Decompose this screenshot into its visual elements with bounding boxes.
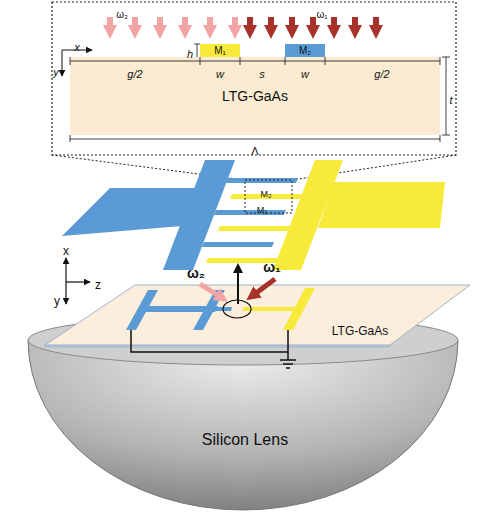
axis-arrow [66,258,90,304]
label-anchor: w [216,64,224,82]
dimension-line [70,135,440,142]
dimension-label: w [301,68,309,81]
dimension-label: g/2 [374,68,389,81]
label-anchor: M₂ [261,183,272,201]
label-anchor: ω₁ [263,258,281,276]
dimension-line [197,44,198,57]
beam-label: ω₁ [263,259,281,275]
label-anchor: y [54,291,60,309]
inset-frame [52,2,456,155]
node-label: Silicon Lens [202,431,288,449]
electrode-label: M₁ [257,205,268,215]
beam-label: ω₁ [316,9,327,21]
label-anchor: M₁ [257,199,268,217]
label-anchor: w [301,64,309,82]
dimension-line [442,57,450,135]
interdigitated-electrodes [62,160,445,270]
illumination-arrow [331,17,337,32]
beam-label: ω₂ [187,265,205,281]
axis-label: x [74,41,80,54]
label-anchor: x [74,37,80,55]
pump-arrow [252,279,275,296]
illumination-arrow [352,17,358,32]
dimension-label: t [449,94,452,107]
axis-label: y [53,66,59,79]
illumination-arrow [132,17,138,32]
illumination-arrow [157,17,163,32]
label-anchor: g/2 [374,64,389,82]
ground-wire [131,330,296,368]
pump-arrow [200,284,222,298]
label-anchor: ω₂ [116,4,128,22]
label-anchor: g/2 [127,64,142,82]
electrode-m2: M₂ [285,44,325,57]
dimension-label: w [216,68,224,81]
dimension-line [194,44,200,45]
dimension-label: g/2 [127,68,142,81]
illumination-arrow [107,17,113,32]
node-label: M₂ [299,45,311,57]
axis-label: y [54,295,60,309]
illumination-arrow [268,17,274,32]
illumination-arrow [182,17,188,32]
dimension-label: Λ [251,145,258,158]
label-anchor: Λ [251,141,258,159]
illumination-arrows [110,17,376,32]
node-label: LTG-GaAs [222,88,288,104]
illumination-arrow [373,17,379,32]
label-anchor: s [259,64,265,82]
node-label: M₁ [214,45,226,57]
label-anchor: y [53,62,59,80]
beam-label: ω₂ [116,9,128,21]
dimension-label: h [187,48,193,61]
axis-label: z [95,279,101,293]
axis-arrow [62,50,63,76]
axis-label: x [63,245,69,259]
illumination-arrow [232,17,238,32]
node-label: LTG-GaAs [332,325,388,339]
illumination-arrow [207,17,213,32]
electrode-m1: M₁ [200,44,240,57]
label-anchor: x [63,241,69,259]
dimension-line [70,57,440,65]
electrode-label: M₂ [261,189,272,199]
illumination-arrow [289,17,295,32]
label-anchor: h [187,44,193,62]
thz-emission-arrow [237,268,239,304]
label-anchor: ω₁ [316,4,327,22]
label-anchor: ω₂ [187,264,205,282]
illumination-arrow [310,17,316,32]
zoom-box [245,180,292,213]
dimension-label: s [259,68,265,81]
label-anchor: z [95,275,101,293]
illumination-arrow [247,17,253,32]
label-anchor: t [449,90,452,108]
